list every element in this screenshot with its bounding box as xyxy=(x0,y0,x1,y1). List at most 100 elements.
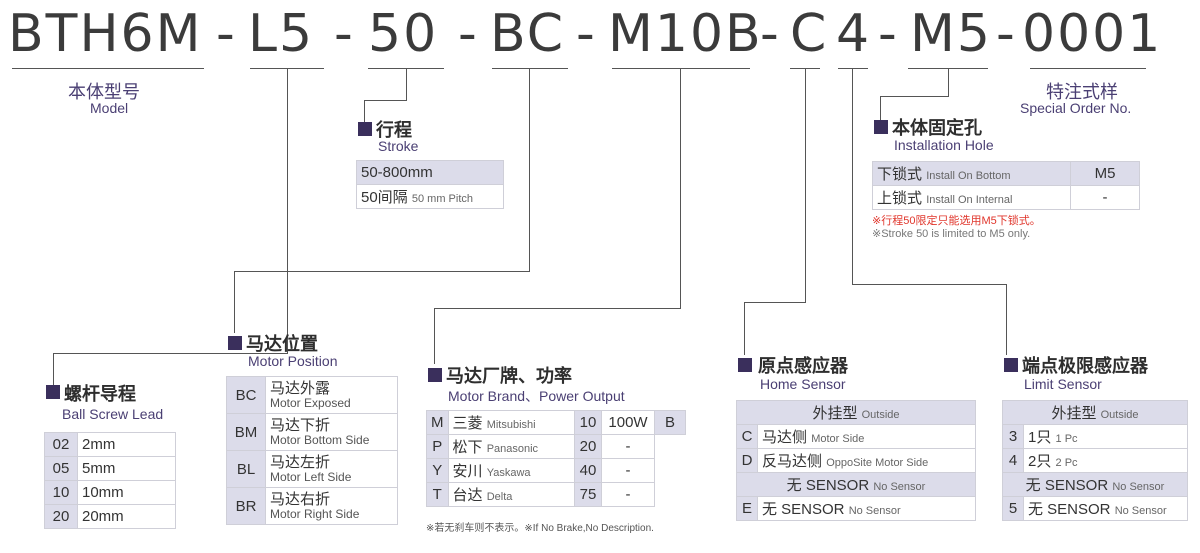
motor-brand-cn: 安川 xyxy=(452,463,483,480)
stroke-title-en: Stroke xyxy=(378,138,419,154)
limit-title-cn: 端点极限感应器 xyxy=(1022,356,1148,376)
code-separator: - xyxy=(216,4,237,64)
section-bullet xyxy=(738,358,752,372)
connector-line xyxy=(880,96,881,120)
connector-line xyxy=(406,68,407,100)
home-title-cn: 原点感应器 xyxy=(758,356,848,376)
connector-line xyxy=(53,353,288,354)
connector-line xyxy=(234,271,530,272)
motor-brand: 松下 Panasonic xyxy=(447,434,575,459)
motor-position-cn: 马达下折 xyxy=(270,417,331,434)
motor-note: ※若无刹车则不表示。※If No Brake,No Description. xyxy=(426,523,654,534)
hole-type: 上锁式 Install On Internal xyxy=(872,185,1071,210)
section-bullet xyxy=(428,368,442,382)
motor-brand-code: M xyxy=(426,410,449,435)
lead-title-en: Ball Screw Lead xyxy=(62,406,164,422)
home-none-en: No Sensor xyxy=(873,481,926,493)
limit-code: 3 xyxy=(1002,424,1024,449)
motor-position-code: BL xyxy=(226,450,266,488)
home-outside-cn: 外挂型 xyxy=(812,405,858,422)
special-label-cn: 特注式样 xyxy=(1046,82,1118,102)
code-motor: M10B xyxy=(608,4,763,64)
section-bullet xyxy=(228,336,242,350)
hole-value: M5 xyxy=(1070,161,1140,186)
hole-table: 下锁式 Install On Bottom M5 上锁式 Install On … xyxy=(872,161,1140,210)
stroke-table: 50-800mm 50间隔 50 mm Pitch xyxy=(356,160,504,209)
code-separator: - xyxy=(996,4,1017,64)
limit-outside-header: 外挂型 Outside xyxy=(1002,400,1188,425)
hole-type-cn: 上锁式 xyxy=(877,190,923,207)
home-desc-en: No Sensor xyxy=(848,505,901,517)
motor-power-code: 20 xyxy=(574,434,602,459)
code-stroke: 50 xyxy=(368,4,439,64)
code-separator: - xyxy=(576,4,597,64)
section-bullet xyxy=(358,122,372,136)
hole-value: - xyxy=(1070,185,1140,210)
home-none-cn: 无 SENSOR xyxy=(786,477,870,494)
lead-code: 02 xyxy=(44,432,78,457)
motor-position-cn: 马达左折 xyxy=(270,454,331,471)
motor-position-title-en: Motor Position xyxy=(248,353,338,369)
home-desc-en: Motor Side xyxy=(811,433,865,445)
table-row: T 台达 Delta 75 - xyxy=(426,482,686,507)
motor-power: 100W xyxy=(601,410,655,435)
connector-line xyxy=(805,68,806,302)
underline xyxy=(1030,68,1146,69)
motor-brand-en: Delta xyxy=(486,491,513,503)
hole-title-en: Installation Hole xyxy=(894,137,994,153)
motor-position-code: BR xyxy=(226,487,266,525)
home-outside-header: 外挂型 Outside xyxy=(736,400,976,425)
table-row: 上锁式 Install On Internal - xyxy=(872,185,1140,210)
motor-position-en: Motor Left Side xyxy=(270,470,352,484)
motor-brand-cn: 松下 xyxy=(452,439,483,456)
lead-title-cn: 螺杆导程 xyxy=(64,384,136,404)
table-row: 50间隔 50 mm Pitch xyxy=(356,184,504,209)
limit-none-cn: 无 SENSOR xyxy=(1025,477,1109,494)
table-row: 无 SENSOR No Sensor xyxy=(1002,472,1188,497)
stroke-title-cn: 行程 xyxy=(376,120,412,140)
hole-note-cn: ※行程50限定只能选用M5下锁式。 xyxy=(872,215,1041,227)
code-separator: - xyxy=(458,4,479,64)
motor-brand: 三菱 Mitsubishi xyxy=(447,410,575,435)
model-label-en: Model xyxy=(90,100,129,116)
motor-brand: 安川 Yaskawa xyxy=(447,458,575,483)
limit-none-header: 无 SENSOR No Sensor xyxy=(1002,472,1188,497)
table-row: 外挂型 Outside xyxy=(736,400,976,425)
limit-desc-cn: 2只 xyxy=(1028,453,1052,470)
connector-line xyxy=(234,271,235,333)
lead-code: 20 xyxy=(44,504,78,529)
home-desc-cn: 反马达侧 xyxy=(762,453,823,470)
underline xyxy=(838,68,868,69)
motor-brand-cn: 台达 xyxy=(452,487,483,504)
code-separator: - xyxy=(878,4,899,64)
motor-brand-en: Mitsubishi xyxy=(486,419,536,431)
underline xyxy=(612,68,750,69)
motor-brand-code: T xyxy=(426,482,449,507)
table-row: 50-800mm xyxy=(356,160,504,185)
stroke-pitch-cn: 50间隔 xyxy=(361,189,408,206)
hole-type: 下锁式 Install On Bottom xyxy=(872,161,1071,186)
model-label-cn: 本体型号 xyxy=(68,82,140,102)
connector-line xyxy=(434,308,681,309)
motor-brand-en: Panasonic xyxy=(486,443,539,455)
code-lead: L5 xyxy=(248,4,315,64)
table-row: 外挂型 Outside xyxy=(1002,400,1188,425)
home-code: D xyxy=(736,448,758,473)
motor-position-code: BC xyxy=(226,376,266,414)
home-code: C xyxy=(736,424,758,449)
code-separator: - xyxy=(334,4,355,64)
connector-line xyxy=(852,68,853,284)
code-base: BTH6M xyxy=(8,4,203,64)
limit-code: 4 xyxy=(1002,448,1024,473)
motor-title-en: Motor Brand、Power Output xyxy=(448,388,625,404)
limit-title-en: Limit Sensor xyxy=(1024,376,1102,392)
limit-desc-en: 2 Pc xyxy=(1055,457,1078,469)
